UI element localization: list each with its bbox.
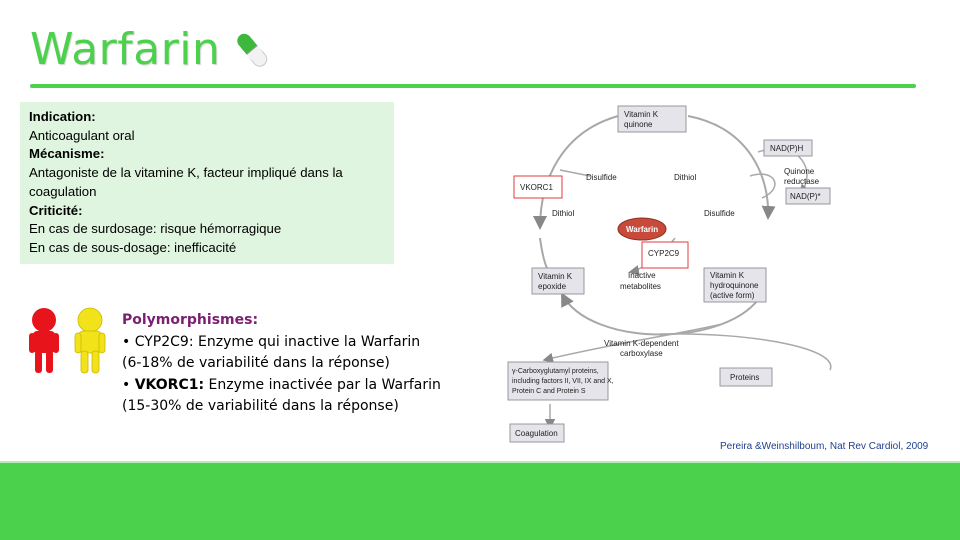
footer-divider: [0, 461, 960, 463]
proteins-arrow: [659, 333, 832, 371]
vkorc1-box: [513, 175, 563, 199]
vitamin-k-quinone-line2: quinone: [624, 120, 653, 129]
warfarin-label: Warfarin: [626, 225, 658, 234]
vitamin-k-epoxide-box: [531, 267, 585, 295]
footer-band: [0, 463, 960, 540]
inactive-metabolites-line1: Inactive: [628, 271, 656, 280]
info-box: Indication: Anticoagulant oral Mécanisme…: [20, 102, 394, 264]
cyp2c9-desc: Enzyme qui inactive la Warfarin: [198, 333, 421, 350]
people-icons: [29, 307, 106, 374]
vitamin-k-quinone-line1: Vitamin K: [624, 110, 659, 119]
polymorphisms-text: Polymorphismes: • CYP2C9: Enzyme qui ina…: [122, 310, 462, 418]
citation: Pereira &Weinshilboum, Nat Rev Cardiol, …: [720, 441, 929, 452]
proteins-label: Proteins: [730, 373, 759, 382]
warfarin-ellipse: [617, 217, 667, 241]
vitamin-k-hydroquinone-box: [703, 267, 767, 303]
polymorphisms-heading: Polymorphismes:: [122, 312, 259, 328]
gla-proteins-line1: γ-Carboxyglutamyl proteins,: [512, 368, 599, 375]
vkorc1-label: VKORC1: [520, 183, 553, 192]
dithiol-right-label: Dithiol: [674, 173, 696, 182]
cyp2c9-label: CYP2C9: [648, 249, 680, 258]
vkorc1-line: • VKORC1: Enzyme inactivée par la Warfar…: [122, 376, 441, 393]
quinone-reductase-line2: reductase: [784, 177, 820, 186]
inactive-metabolites-line2: metabolites: [620, 282, 661, 291]
vitamin-k-hydroquinone-line1: Vitamin K: [710, 271, 745, 280]
criticity-label: Criticité:: [29, 202, 83, 218]
capsule-icon: [237, 33, 268, 67]
nadph-arrow: [749, 173, 776, 199]
proteins-box: [719, 367, 773, 387]
nadph-box: [763, 139, 813, 157]
mechanism-label: Mécanisme:: [29, 146, 105, 162]
vkorc1-desc: Enzyme inactivée par la Warfarin: [208, 376, 441, 393]
indication-text: Anticoagulant oral: [29, 127, 135, 143]
cyp2c9-range: (6-18% de variabilité dans la réponse): [122, 355, 390, 371]
cyp2c9-box: [641, 241, 689, 269]
indication-label: Indication:: [29, 109, 96, 124]
vitamin-k-quinone-box: [617, 105, 687, 133]
vkorc1-range: (15-30% de variabilité dans la réponse): [122, 398, 399, 414]
vkorc1-connector: [559, 169, 591, 177]
carboxylation-arrow: [542, 323, 723, 364]
coagulation-box: [509, 423, 565, 443]
dithiol-left-label: Dithiol: [552, 209, 574, 218]
quinone-reductase-line1: Quinone: [784, 167, 815, 176]
gla-proteins-line2: including factors II, VII, IX and X,: [512, 378, 614, 385]
disulfide-right-label: Disulfide: [704, 209, 735, 218]
carboxylase-line1: Vitamin K-dependent: [604, 339, 679, 348]
carboxylase-line2: carboxylase: [620, 349, 663, 358]
vkorc1-gene: VKORC1:: [134, 376, 205, 393]
yellow-person-icon: [74, 307, 106, 374]
nadph-label: NAD(P)H: [770, 144, 804, 153]
vitamin-k-epoxide-line2: epoxide: [538, 282, 567, 291]
overdose-text: En cas de surdosage: risque hémorragique: [29, 221, 282, 237]
cyp2c9-line: • CYP2C9: Enzyme qui inactive la Warfari…: [122, 333, 421, 350]
underdose-text: En cas de sous-dosage: inefficacité: [29, 239, 237, 255]
cycle-arrow-right-top: [687, 115, 776, 220]
gla-proteins-box: [507, 361, 609, 401]
slide-title: Warfarin: [30, 24, 221, 75]
vitamin-k-hydroquinone-line3: (active form): [710, 291, 755, 300]
cyp2c9-gene: CYP2C9:: [134, 333, 194, 350]
cycle-arrow-left-top: [533, 115, 619, 230]
nadp-box: [785, 187, 831, 205]
red-person-icon: [29, 308, 59, 373]
disulfide-left-label: Disulfide: [586, 173, 617, 182]
vitamin-k-cycle-diagram: Vitamin K quinone NAD(P)H Quinone reduct…: [507, 105, 832, 443]
mechanism-text: Antagoniste de la vitamine K, facteur im…: [29, 165, 343, 199]
nadp-label: NAD(P)*: [790, 192, 821, 201]
gla-proteins-line3: Protein C and Protein S: [512, 388, 586, 395]
vitamin-k-epoxide-line1: Vitamin K: [538, 272, 573, 281]
title-underline: [30, 84, 916, 88]
vitamin-k-hydroquinone-line2: hydroquinone: [710, 281, 759, 290]
coagulation-label: Coagulation: [515, 429, 558, 438]
